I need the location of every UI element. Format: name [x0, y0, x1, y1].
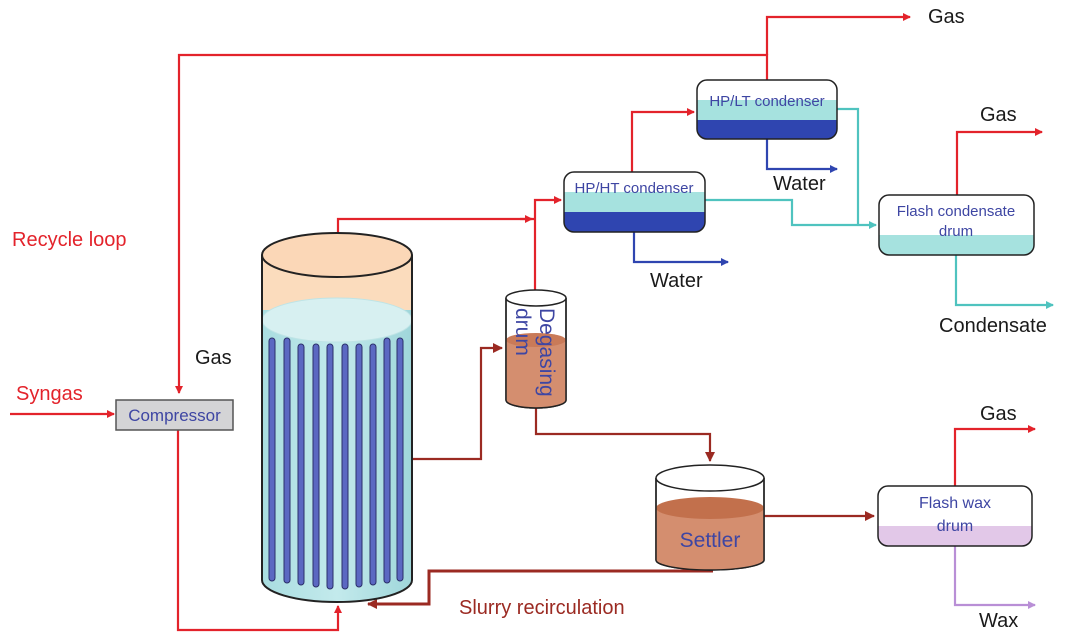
flash-wax-gas-line	[953, 425, 1036, 486]
cooling-tube	[268, 337, 276, 582]
flash-condensate-drum: Flash condensate drum	[878, 194, 1035, 256]
hp-ht-water-line	[632, 232, 729, 266]
cooling-tube	[396, 337, 404, 582]
settler: Settler	[655, 464, 765, 571]
wax-outlet-line	[953, 546, 1036, 609]
cooling-tubes	[268, 337, 404, 590]
slurry-reactor	[261, 232, 413, 603]
wax-label: Wax	[979, 610, 1018, 632]
water-lt-label: Water	[773, 173, 826, 195]
hp-lt-water-line	[765, 139, 838, 173]
recycle-loop-line	[175, 53, 769, 394]
water-ht-label: Water	[650, 270, 703, 292]
water-streams	[632, 139, 838, 266]
flash-condensate-drum-label-line1: Flash condensate	[897, 203, 1015, 220]
cooling-tube	[326, 343, 334, 590]
reactor-to-degasing-line	[388, 343, 503, 461]
settler-label: Settler	[680, 529, 741, 552]
hp-lt-condenser: HP/LT condenser	[696, 79, 838, 140]
compressor: Compressor	[115, 399, 234, 431]
cooling-tube	[355, 343, 363, 588]
syngas-label: Syngas	[16, 383, 83, 405]
slurry-streams	[367, 343, 875, 609]
hp-ht-condenser-label: HP/HT condenser	[575, 180, 694, 197]
hp-lt-to-flash-condensate-line	[837, 107, 860, 225]
hp-ht-condenser: HP/HT condenser	[563, 171, 706, 233]
hp-ht-to-flash-condensate-line	[705, 198, 877, 229]
gas-top-outlet-line	[765, 13, 911, 55]
gas-reactor-label: Gas	[195, 347, 232, 369]
compressor-label: Compressor	[128, 406, 221, 425]
recycle-loop-label: Recycle loop	[12, 229, 127, 251]
cooling-tube	[283, 337, 291, 584]
slurry-recirculation-line	[367, 569, 713, 609]
degasing-drum-label-line2: drum	[511, 308, 534, 356]
gas-top-label: Gas	[928, 6, 965, 28]
degasing-drum-label-line1: Degasing	[535, 308, 558, 397]
condensate-outlet-line	[954, 255, 1054, 309]
cooling-tube	[383, 337, 391, 584]
degasing-to-settler-line	[534, 408, 715, 462]
cooling-tube	[297, 343, 305, 586]
cooling-tube	[369, 343, 377, 586]
gas-flash-wax-label: Gas	[980, 403, 1017, 425]
cooling-tube	[312, 343, 320, 588]
flash-wax-drum-label-line2: drum	[937, 518, 973, 535]
condensate-label: Condensate	[939, 315, 1047, 337]
slurry-recirculation-label: Slurry recirculation	[459, 597, 625, 619]
cooling-tube	[341, 343, 349, 590]
gas-streams	[10, 13, 1043, 632]
hp-lt-condenser-label: HP/LT condenser	[709, 93, 824, 110]
gas-flash-condensate-label: Gas	[980, 104, 1017, 126]
flash-wax-drum-label-line1: Flash wax	[919, 495, 991, 512]
flash-condensate-drum-label-line2: drum	[939, 223, 973, 240]
flash-condensate-gas-line	[955, 128, 1043, 195]
condensate-streams	[705, 107, 1054, 309]
compressor-to-reactor-line	[176, 430, 342, 632]
degasing-drum: Degasing drum	[505, 289, 567, 409]
to-hp-ht-condenser-line	[533, 196, 562, 290]
hp-ht-to-hp-lt-line	[630, 108, 695, 172]
flash-wax-drum: Flash wax drum	[877, 485, 1033, 547]
